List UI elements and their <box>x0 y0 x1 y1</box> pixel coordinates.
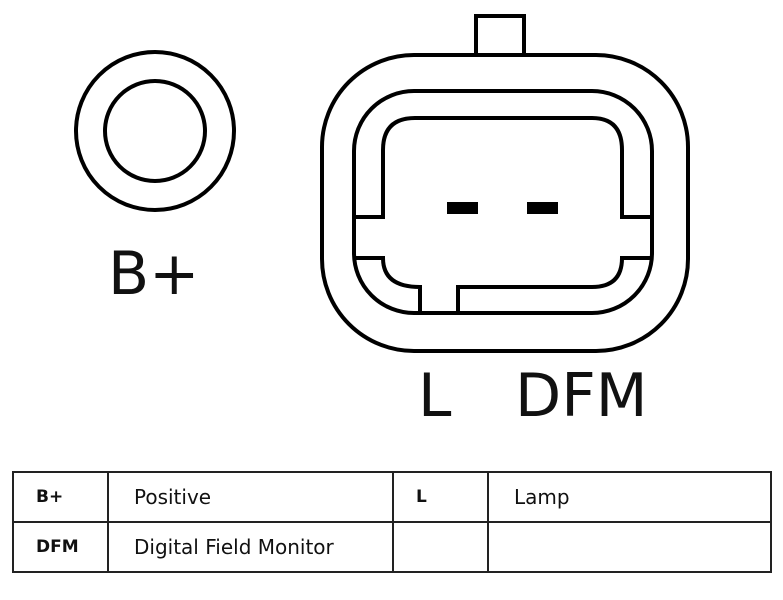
b-plus-terminal <box>74 50 236 212</box>
connector-diagram <box>74 14 690 353</box>
label-b-plus: B+ <box>108 239 200 309</box>
terminal-outer-ring <box>74 50 236 212</box>
pin-code: L <box>392 471 489 523</box>
plug-connector <box>320 14 690 353</box>
pin-description: Lamp <box>487 471 772 523</box>
pin-code: B+ <box>12 471 109 523</box>
pin-l <box>447 202 478 214</box>
connector-middle-ring <box>352 89 654 315</box>
pin-code <box>392 521 489 573</box>
terminal-inner-ring <box>103 79 207 183</box>
table-row: B+ Positive L Lamp <box>12 471 772 523</box>
connector-tab <box>474 14 526 57</box>
pin-dfm <box>527 202 558 214</box>
pin-description <box>487 521 772 573</box>
pinout-table: B+ Positive L Lamp DFM Digital Field Mon… <box>12 471 772 573</box>
label-dfm: DFM <box>515 361 648 431</box>
pin-description: Digital Field Monitor <box>107 521 394 573</box>
pin-code: DFM <box>12 521 109 573</box>
table-row: DFM Digital Field Monitor <box>12 521 772 573</box>
connector-inner-socket <box>356 116 650 311</box>
label-l: L <box>418 361 452 431</box>
connector-outer-housing <box>320 53 690 353</box>
pin-description: Positive <box>107 471 394 523</box>
